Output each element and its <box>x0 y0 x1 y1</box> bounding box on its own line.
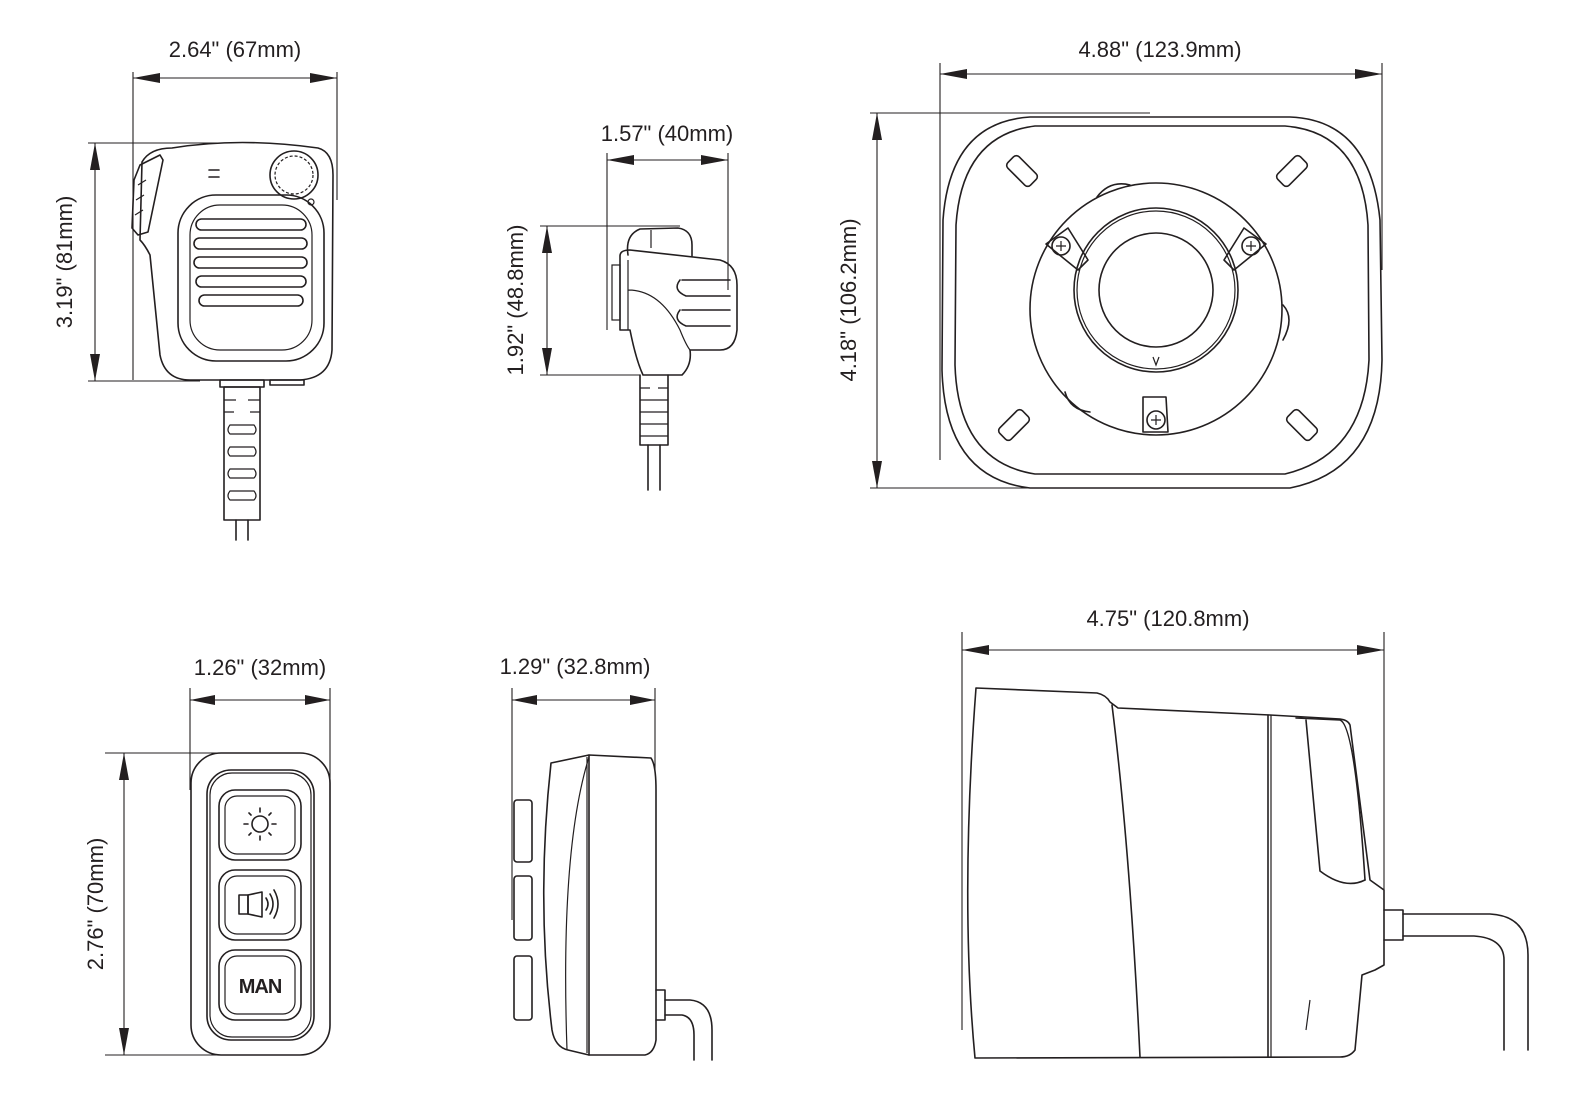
screw-icon <box>1223 227 1267 271</box>
siren-button[interactable] <box>218 869 302 941</box>
keypad-housing <box>190 752 331 1056</box>
width-label: 1.29" (32.8mm) <box>500 654 651 679</box>
siren-speaker-icon <box>238 889 279 919</box>
height-dimension: 2.76" (70mm) <box>83 752 240 1056</box>
width-dimension: 4.88" (123.9mm) <box>939 37 1383 460</box>
ptt-button <box>131 154 164 236</box>
height-dimension: 4.18" (106.2mm) <box>836 112 1260 489</box>
height-label: 1.92" (48.8mm) <box>503 225 528 376</box>
mic-side-body <box>619 249 738 376</box>
width-dimension: 4.75" (120.8mm) <box>961 606 1385 1030</box>
width-dimension: 2.64" (67mm) <box>132 37 338 380</box>
manual-button[interactable]: MAN <box>218 949 302 1021</box>
mic-body <box>139 141 334 381</box>
siren-speaker-side-view: 4.75" (120.8mm) <box>961 606 1529 1059</box>
mounting-slots <box>997 154 1319 442</box>
width-label: 4.75" (120.8mm) <box>1086 606 1249 631</box>
strain-relief <box>223 386 261 521</box>
screw-icon <box>1142 396 1169 433</box>
height-label: 2.76" (70mm) <box>83 838 108 971</box>
screw-icon <box>1045 227 1089 271</box>
speaker-side-body <box>966 687 1385 1059</box>
driver-flange <box>1029 182 1283 436</box>
speaker-mic-side-view: 1.57" (40mm) 1.92" (48.8mm) <box>503 121 738 491</box>
height-dimension: 3.19" (81mm) <box>52 142 220 382</box>
volume-knob-icon <box>269 150 319 200</box>
driver-throat <box>1098 232 1214 348</box>
height-label: 3.19" (81mm) <box>52 196 77 329</box>
control-pad-side-view: 1.29" (32.8mm) <box>500 654 713 1061</box>
width-label: 2.64" (67mm) <box>169 37 302 62</box>
width-dimension: 1.29" (32.8mm) <box>500 654 656 920</box>
height-label: 4.18" (106.2mm) <box>836 218 861 381</box>
keypad-side-body <box>542 754 657 1056</box>
grille-frame <box>177 194 325 362</box>
strain-relief <box>639 374 669 446</box>
height-dimension: 1.92" (48.8mm) <box>503 225 680 376</box>
siren-speaker-front-view: 4.88" (123.9mm) 4.18" (106.2mm) <box>836 37 1383 489</box>
width-label: 4.88" (123.9mm) <box>1078 37 1241 62</box>
speaker-grille-slots <box>193 218 308 307</box>
light-button[interactable] <box>218 789 302 861</box>
light-icon <box>243 807 277 841</box>
speaker-housing <box>941 116 1383 489</box>
width-dimension: 1.57" (40mm) <box>601 121 734 330</box>
control-pad-front-view: 1.26" (32mm) 2.76" (70mm) <box>83 655 331 1056</box>
speaker-mic-front-view: 2.64" (67mm) 3.19" (81mm) <box>52 37 338 541</box>
width-label: 1.26" (32mm) <box>194 655 327 680</box>
manual-button-label: MAN <box>239 976 282 998</box>
width-label: 1.57" (40mm) <box>601 121 734 146</box>
width-dimension: 1.26" (32mm) <box>189 655 331 790</box>
